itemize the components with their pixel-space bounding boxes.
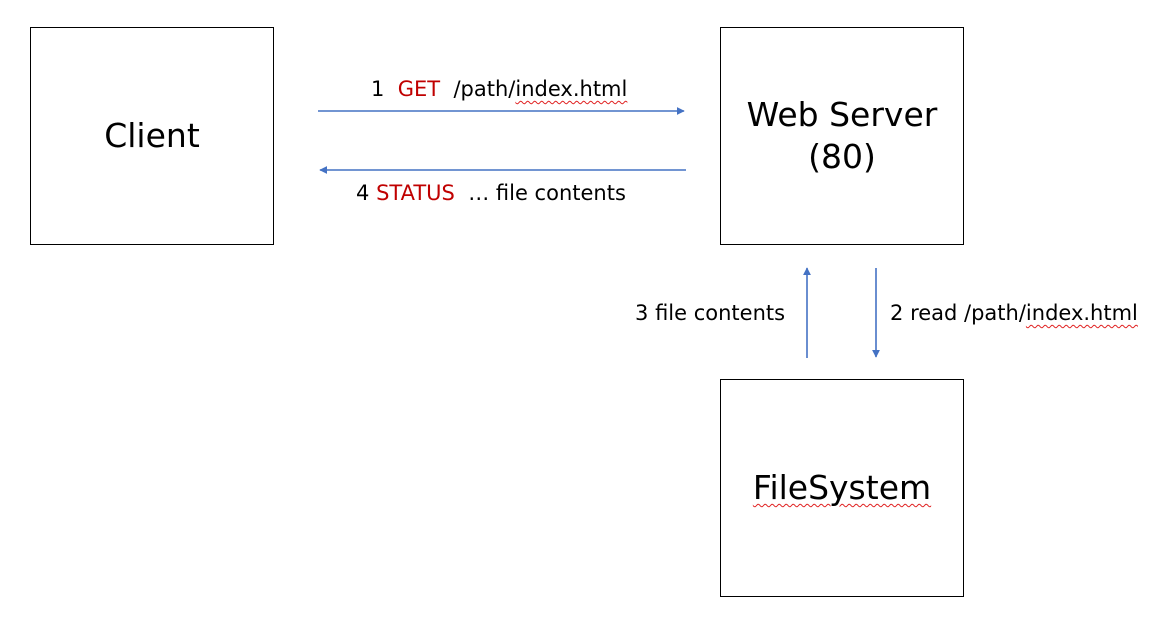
edge-label-step3: 3 file contents (635, 300, 785, 326)
step2-path-file: index.html (1025, 301, 1138, 325)
step1-path-prefix: /path/ (453, 77, 516, 101)
client-node: Client (30, 27, 274, 245)
step4-status: STATUS (376, 181, 455, 205)
step1-method: GET (397, 77, 441, 101)
step1-number: 1 (371, 77, 385, 101)
step3-text: file contents (655, 301, 786, 325)
web-server-node: Web Server (80) (720, 27, 964, 245)
edge-label-step2: 2 read /path/index.html (890, 300, 1138, 326)
filesystem-label: FileSystem (752, 468, 932, 507)
step2-number: 2 (890, 301, 904, 325)
step4-text: … file contents (468, 181, 626, 205)
filesystem-node: FileSystem (720, 379, 964, 597)
web-server-label: Web Server (746, 95, 938, 134)
web-server-port: (80) (808, 137, 876, 176)
edge-label-step4: 4 STATUS … file contents (356, 180, 626, 206)
step4-number: 4 (356, 181, 370, 205)
step1-path-file: index.html (515, 77, 628, 101)
client-label: Client (104, 116, 200, 155)
edge-label-step1: 1 GET /path/index.html (371, 76, 627, 102)
step2-text: read /path/ (910, 301, 1026, 325)
step3-number: 3 (635, 301, 649, 325)
